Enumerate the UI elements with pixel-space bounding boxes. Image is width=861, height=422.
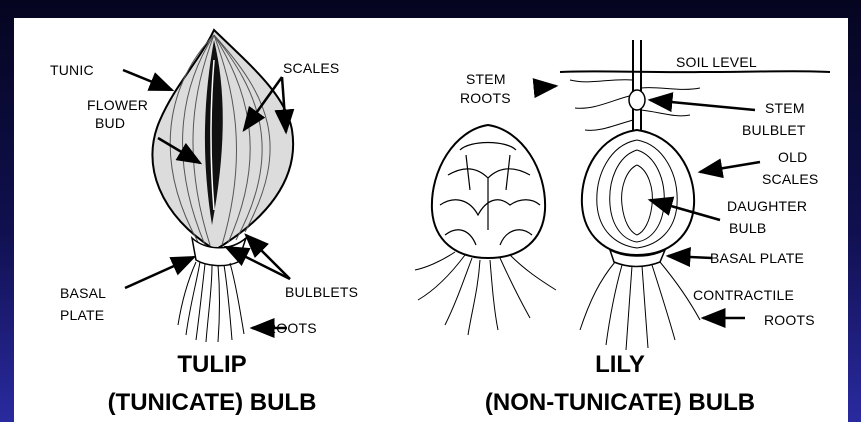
label-daughter-bulb-line2: BULB — [729, 220, 766, 236]
lily-section-bulb-drawing — [560, 40, 830, 350]
label-basal-plate: BASAL PLATE — [710, 250, 804, 266]
label-roots: ROOTS — [266, 320, 317, 336]
label-stem-bulblet-line2: BULBLET — [742, 122, 806, 138]
label-contractile-roots-line2: ROOTS — [764, 312, 815, 328]
label-old-scales-line2: SCALES — [762, 171, 818, 187]
label-old-scales-line1: OLD — [778, 149, 807, 165]
lily-caption-subtitle: (NON-TUNICATE) BULB — [485, 389, 755, 416]
label-stem-bulblet-line1: STEM — [765, 100, 805, 116]
label-soil-level: SOIL LEVEL — [676, 54, 757, 70]
label-bulblets: BULBLETS — [285, 284, 358, 300]
tulip-caption-title: TULIP — [177, 351, 246, 378]
label-scales: SCALES — [283, 60, 339, 76]
label-stem-roots-line1: STEM — [466, 71, 506, 87]
label-tunic: TUNIC — [50, 62, 94, 78]
label-flower-bud-line1: FLOWER — [87, 97, 148, 113]
label-basal-plate-line2: PLATE — [60, 307, 104, 323]
label-basal-plate-line1: BASAL — [60, 285, 106, 301]
label-flower-bud-line2: BUD — [95, 115, 125, 131]
lily-exterior-bulb-drawing — [415, 125, 556, 335]
label-contractile-roots-line1: CONTRACTILE — [693, 287, 794, 303]
lily-caption-title: LILY — [595, 351, 645, 378]
label-daughter-bulb-line1: DAUGHTER — [727, 198, 807, 214]
tulip-bulb-drawing — [152, 30, 293, 342]
label-stem-roots-line2: ROOTS — [460, 90, 511, 106]
tulip-caption-subtitle: (TUNICATE) BULB — [108, 389, 317, 416]
